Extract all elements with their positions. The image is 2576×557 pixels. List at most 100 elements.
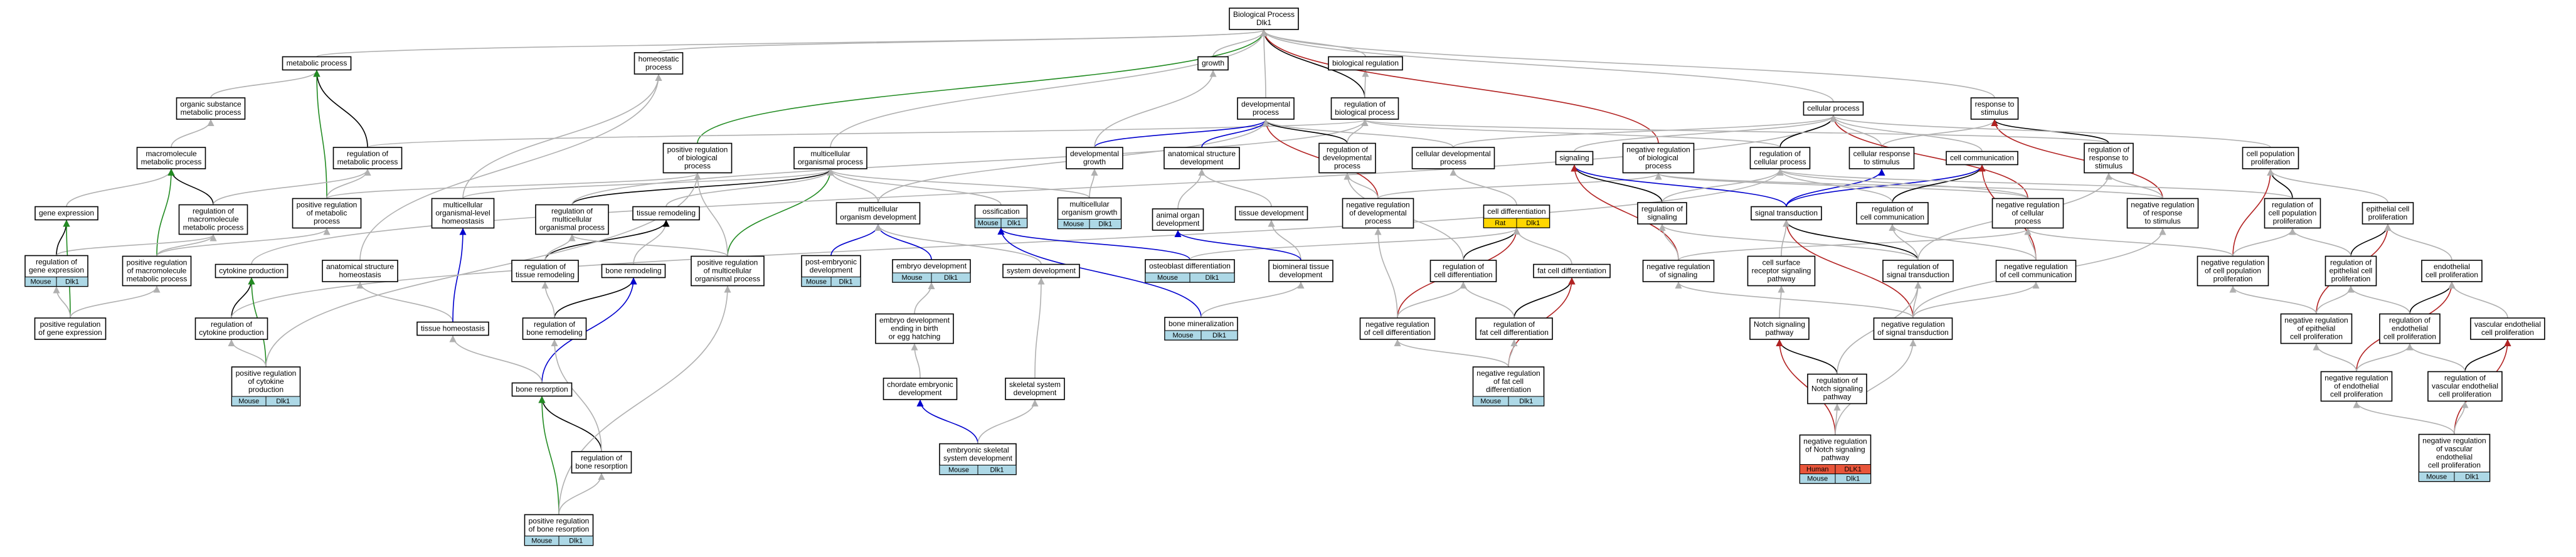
- go-term-node[interactable]: bone remodeling: [601, 263, 666, 278]
- go-term-node[interactable]: cytokine production: [215, 263, 289, 278]
- node-label: process: [314, 217, 340, 226]
- go-term-node[interactable]: signal transduction: [1751, 206, 1822, 221]
- go-term-node[interactable]: gene expression: [34, 206, 98, 221]
- edge-is-a: [56, 234, 217, 257]
- node-label: of response: [2143, 209, 2183, 218]
- go-term-node[interactable]: tissue remodeling: [632, 206, 700, 221]
- go-term-node[interactable]: tissue homeostasis: [416, 321, 489, 336]
- go-term-node[interactable]: system development: [1002, 263, 1080, 278]
- go-term-node[interactable]: cell communication: [1946, 151, 2018, 166]
- go-term-node[interactable]: fat cell differentiation: [1533, 263, 1611, 278]
- edge-is-a: [1655, 172, 2163, 199]
- go-term-node[interactable]: metabolic process: [282, 56, 352, 71]
- go-term-node[interactable]: cellular process: [1803, 101, 1864, 116]
- go-term-node[interactable]: signaling: [1555, 151, 1594, 166]
- edge-is-a: [1508, 339, 1518, 368]
- go-term-node[interactable]: growth: [1197, 56, 1229, 71]
- go-term-node[interactable]: tissue development: [1234, 206, 1308, 221]
- go-term-node[interactable]: biological regulation: [1328, 56, 1403, 71]
- go-term-node[interactable]: bone resorption: [511, 382, 573, 397]
- edge-is-a: [1776, 168, 2293, 199]
- node-label: negative regulation: [2201, 258, 2264, 267]
